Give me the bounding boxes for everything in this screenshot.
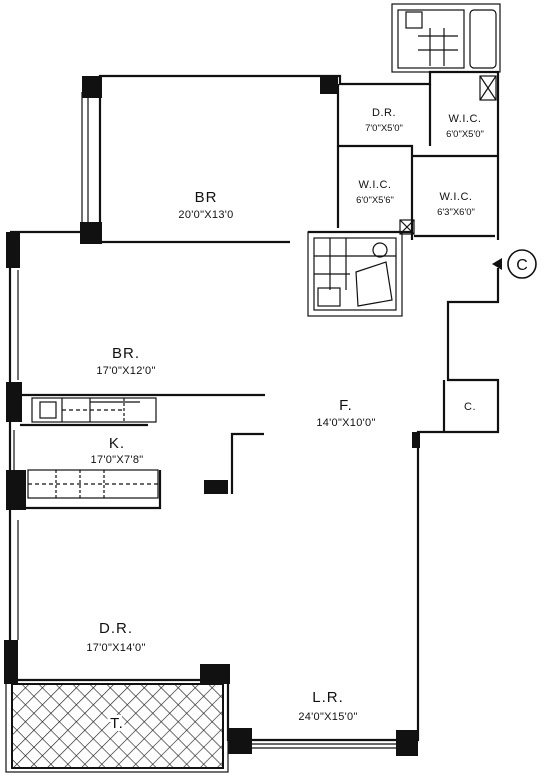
interior-walls: [20, 84, 498, 510]
wic1-dim: 6'0"X5'0": [446, 129, 484, 140]
dining-dim: 17'0"X14'0": [86, 642, 145, 654]
wic2-name: W.I.C.: [359, 179, 392, 191]
foyer-dim: 14'0"X10'0": [316, 417, 375, 429]
closet-name: C.: [464, 401, 476, 413]
foyer-name: F.: [339, 397, 353, 414]
living-name: L.R.: [312, 689, 344, 706]
bathroom-top: [391, 3, 501, 101]
columns: [4, 76, 420, 756]
br1-dim: 20'0"X13'0: [178, 209, 233, 221]
wic3-name: W.I.C.: [440, 191, 473, 203]
entry-marker: C: [492, 249, 537, 279]
kitchen-name: K.: [109, 435, 125, 452]
br1-name: BR: [195, 189, 218, 206]
wic2-dim: 6'0"X5'6": [356, 195, 394, 206]
br2-dim: 17'0"X12'0": [96, 365, 155, 377]
bathroom-middle: [307, 219, 415, 317]
kitchen-dim: 17'0"X7'8": [91, 454, 144, 466]
room-labels: BR 20'0"X13'0 BR. 17'0"X12'0" K. 17'0"X7…: [86, 107, 484, 723]
terrace-label: T.: [110, 715, 124, 732]
entry-marker-letter: C: [516, 257, 528, 274]
wic1-name: W.I.C.: [449, 113, 482, 125]
dr-small-name: D.R.: [372, 107, 396, 119]
terrace: T.: [5, 679, 229, 773]
wic3-dim: 6'3"X6'0": [437, 207, 475, 218]
dr-small-dim: 7'0"X5'0": [365, 123, 403, 134]
dining-name: D.R.: [99, 620, 133, 637]
br2-name: BR.: [112, 345, 140, 362]
living-dim: 24'0"X15'0": [298, 711, 357, 723]
kitchen-counters: [27, 397, 159, 499]
